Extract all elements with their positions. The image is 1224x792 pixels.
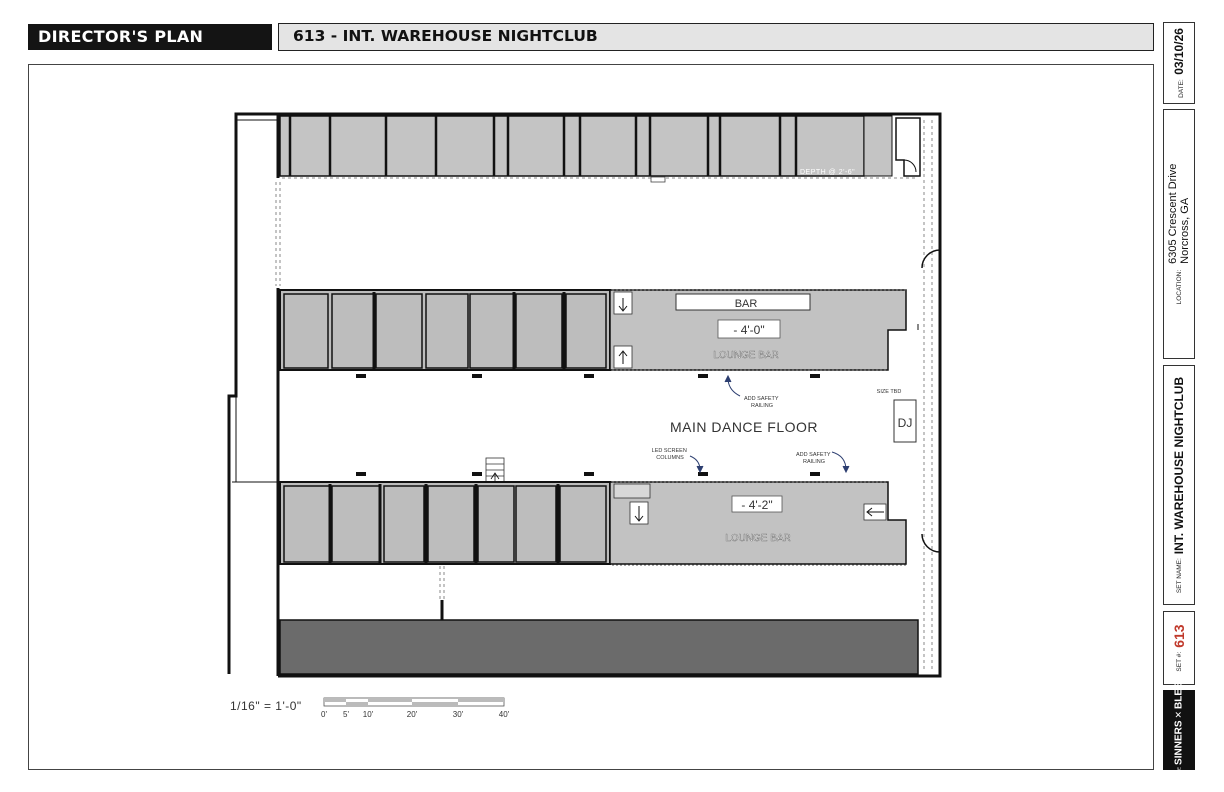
set-name-value: INT. WAREHOUSE NIGHTCLUB <box>1172 376 1186 555</box>
bottom-stage <box>279 619 919 675</box>
column-markers <box>356 374 820 476</box>
safety-rail-note-2: ADD SAFETY RAILING <box>796 452 832 465</box>
scale-tick-20: 20' <box>407 710 418 719</box>
logo-text-top: ALL THE <box>1176 766 1182 785</box>
top-row-booths <box>279 115 921 183</box>
dj-booth <box>893 399 917 443</box>
dj-label: DJ <box>898 416 913 430</box>
lower-booth-row <box>279 481 611 565</box>
outer-walls <box>227 112 942 678</box>
date-box: DATE: 03/10/26 <box>1163 22 1195 104</box>
scale-tick-40: 40' <box>499 710 510 719</box>
location-label: LOCATION: <box>1175 269 1183 305</box>
location-line2: Norcross, GA <box>1179 197 1191 264</box>
scale-bar <box>323 697 505 707</box>
upper-level-note: - 4'-0" <box>733 323 764 337</box>
logo-x-icon: ✕ <box>1173 710 1184 719</box>
dashed-lines <box>275 120 933 670</box>
drawing-frame <box>28 64 1154 770</box>
logo-text-end: BLEED <box>1173 675 1185 709</box>
lower-lounge-label: LOUNGE BAR <box>725 533 791 544</box>
page-title: 613 - INT. WAREHOUSE NIGHTCLUB <box>278 23 1154 51</box>
right-wall-doors <box>917 249 941 553</box>
led-screen-note: LED SCREEN COLUMNS <box>652 448 689 461</box>
upper-booth-row <box>279 289 611 371</box>
scale-tick-10: 10' <box>363 710 374 719</box>
set-number-value: 613 <box>1171 624 1187 648</box>
set-number-label: SET #: <box>1175 651 1183 672</box>
depth-note: DEPTH @ 2'-6" <box>800 169 855 176</box>
set-name-label: SET NAME: <box>1175 558 1183 594</box>
lower-level-note: - 4'-2" <box>741 498 772 512</box>
bar-label: BAR <box>735 298 758 310</box>
size-tbd-note: SIZE TBD <box>877 389 902 395</box>
dance-floor-label: MAIN DANCE FLOOR <box>670 419 818 435</box>
date-value: 03/10/26 <box>1172 28 1186 75</box>
set-name-box: SET NAME: INT. WAREHOUSE NIGHTCLUB <box>1163 365 1195 605</box>
scale-tick-30: 30' <box>453 710 464 719</box>
production-logo: ALL THE SINNERS ✕ BLEED <box>1163 675 1195 785</box>
safety-rail-note-1: ADD SAFETY RAILING <box>744 396 780 409</box>
location-box: LOCATION: 6305 Crescent Drive Norcross, … <box>1163 109 1195 359</box>
set-number-box: SET #: 613 <box>1163 611 1195 685</box>
annotation-arrows <box>689 374 850 474</box>
date-label: DATE: <box>1178 79 1185 98</box>
scale-label: 1/16" = 1'-0" <box>230 699 302 713</box>
lower-lounge-bar <box>609 481 907 566</box>
scale-tick-0: 0' <box>321 710 327 719</box>
logo-text-main: SINNERS <box>1173 720 1185 765</box>
scale-tick-5: 5' <box>343 710 349 719</box>
plan-type-label: DIRECTOR'S PLAN <box>28 24 272 50</box>
location-line1: 6305 Crescent Drive <box>1167 163 1179 264</box>
upper-lounge-label: LOUNGE BAR <box>713 350 779 361</box>
